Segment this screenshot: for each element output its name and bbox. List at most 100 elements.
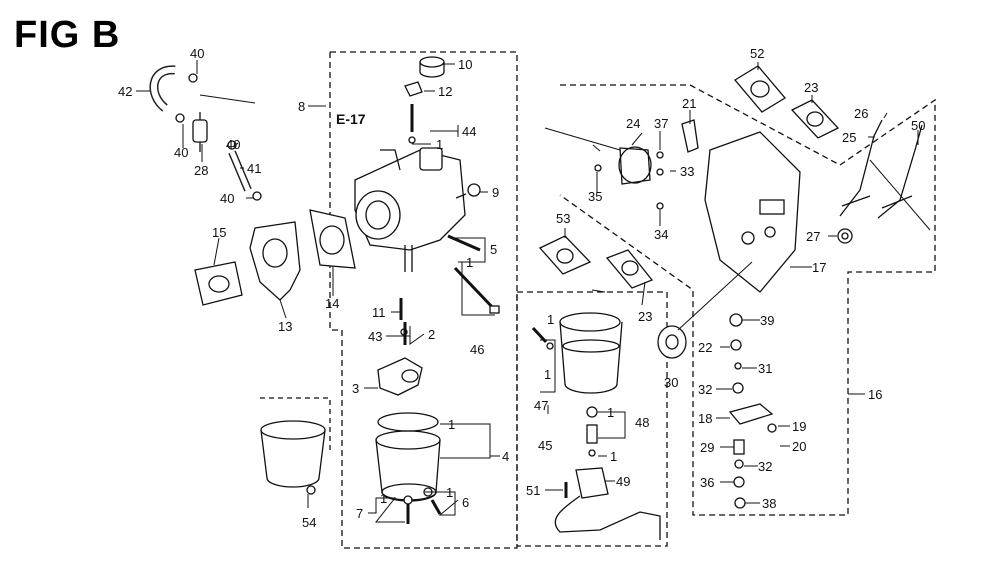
callout-13: 13 <box>278 319 293 334</box>
callout-29: 29 <box>700 440 715 455</box>
callout-19: 19 <box>792 419 807 434</box>
screw-44 <box>408 104 416 144</box>
screw-9 <box>455 183 481 199</box>
callout-1: 1 <box>380 491 388 506</box>
solenoid-49 <box>554 467 661 540</box>
leader-lines <box>136 60 919 523</box>
spring-rod-50 <box>869 124 931 231</box>
jet-48 <box>586 406 598 457</box>
callout-50: 50 <box>911 118 926 133</box>
callout-20: 20 <box>792 439 807 454</box>
callout-1: 1 <box>607 405 615 420</box>
callout-23: 23 <box>638 309 653 324</box>
float-3 <box>377 357 423 396</box>
bolt-7 <box>403 495 413 524</box>
fuel-filter-28 <box>192 112 208 152</box>
bowl-54 <box>260 420 326 495</box>
callout-46: 46 <box>470 342 485 357</box>
hose-clip-40 <box>175 73 262 201</box>
callout-1: 1 <box>610 449 618 464</box>
callout-24: 24 <box>626 116 641 131</box>
callout-23: 23 <box>804 80 819 95</box>
gasket-15 <box>194 261 243 306</box>
callout-6: 6 <box>462 495 470 510</box>
motor-24 <box>544 127 652 185</box>
insulator-13 <box>249 221 301 301</box>
fuel-tube-41 <box>228 150 252 192</box>
callout-25: 25 <box>842 130 857 145</box>
callout-1: 1 <box>446 485 454 500</box>
callout-17: 17 <box>812 260 827 275</box>
callout-7: 7 <box>356 506 364 521</box>
screw-47 <box>531 326 554 350</box>
gear-30 <box>657 261 753 359</box>
callout-8: 8 <box>298 99 306 114</box>
callout-28: 28 <box>194 163 209 178</box>
washer-33-37 <box>594 151 664 210</box>
callout-41: 41 <box>247 161 262 176</box>
callout-53: 53 <box>556 211 571 226</box>
callout-49: 49 <box>616 474 631 489</box>
callout-14: 14 <box>325 296 340 311</box>
callout-1: 1 <box>547 312 555 327</box>
callout-48: 48 <box>635 415 650 430</box>
callout-42: 42 <box>118 84 133 99</box>
callout-2: 2 <box>428 327 436 342</box>
callout-21: 21 <box>682 96 697 111</box>
callout-39: 39 <box>760 313 775 328</box>
frame-governor <box>559 84 936 516</box>
callout-40: 40 <box>190 46 205 61</box>
small-parts-column <box>728 313 777 509</box>
callout-4: 4 <box>502 449 510 464</box>
callout-40: 40 <box>220 191 235 206</box>
bowl-kit-cup <box>559 312 623 394</box>
fuel-hose-42 <box>149 65 176 112</box>
callout-1: 1 <box>448 417 456 432</box>
callout-54: 54 <box>302 515 317 530</box>
callout-37: 37 <box>654 116 669 131</box>
callout-1: 1 <box>544 367 552 382</box>
callout-3: 3 <box>352 381 360 396</box>
screw-12 <box>404 81 423 97</box>
lever-21 <box>681 119 699 153</box>
callout-27: 27 <box>806 229 821 244</box>
control-bracket-17 <box>704 131 801 293</box>
cap-10 <box>419 56 445 78</box>
callout-9: 9 <box>492 185 500 200</box>
bowl-4 <box>375 412 441 502</box>
callout-30: 30 <box>664 375 679 390</box>
nut-27 <box>837 228 853 244</box>
callout-45: 45 <box>538 438 553 453</box>
jet-2 <box>400 322 408 345</box>
callout-12: 12 <box>438 84 453 99</box>
callout-16: 16 <box>868 387 883 402</box>
frame-bowl-kit <box>516 291 668 547</box>
frame-carburetor <box>329 51 518 549</box>
callout-33: 33 <box>680 164 695 179</box>
callout-1: 1 <box>436 137 444 152</box>
callout-40: 40 <box>226 137 241 152</box>
callout-44: 44 <box>462 124 477 139</box>
gasket-23-upper <box>790 99 840 139</box>
callout-32: 32 <box>698 382 713 397</box>
reference-e17: E-17 <box>336 111 366 127</box>
carburetor-body <box>354 147 466 272</box>
callout-51: 51 <box>526 483 541 498</box>
callout-32: 32 <box>758 459 773 474</box>
gasket-52 <box>734 65 786 113</box>
callout-34: 34 <box>654 227 669 242</box>
callout-47: 47 <box>534 398 549 413</box>
callout-52: 52 <box>750 46 765 61</box>
gasket-53 <box>538 235 592 275</box>
callout-1: 1 <box>466 255 474 270</box>
callout-5: 5 <box>490 242 498 257</box>
spring-rod-25 <box>839 119 883 217</box>
callout-36: 36 <box>700 475 715 490</box>
callout-38: 38 <box>762 496 777 511</box>
gasket-23-lower <box>605 249 654 289</box>
callout-26: 26 <box>854 106 869 121</box>
callout-11: 11 <box>372 305 386 320</box>
callout-43: 43 <box>368 329 383 344</box>
figure-title: FIG B <box>14 14 121 56</box>
